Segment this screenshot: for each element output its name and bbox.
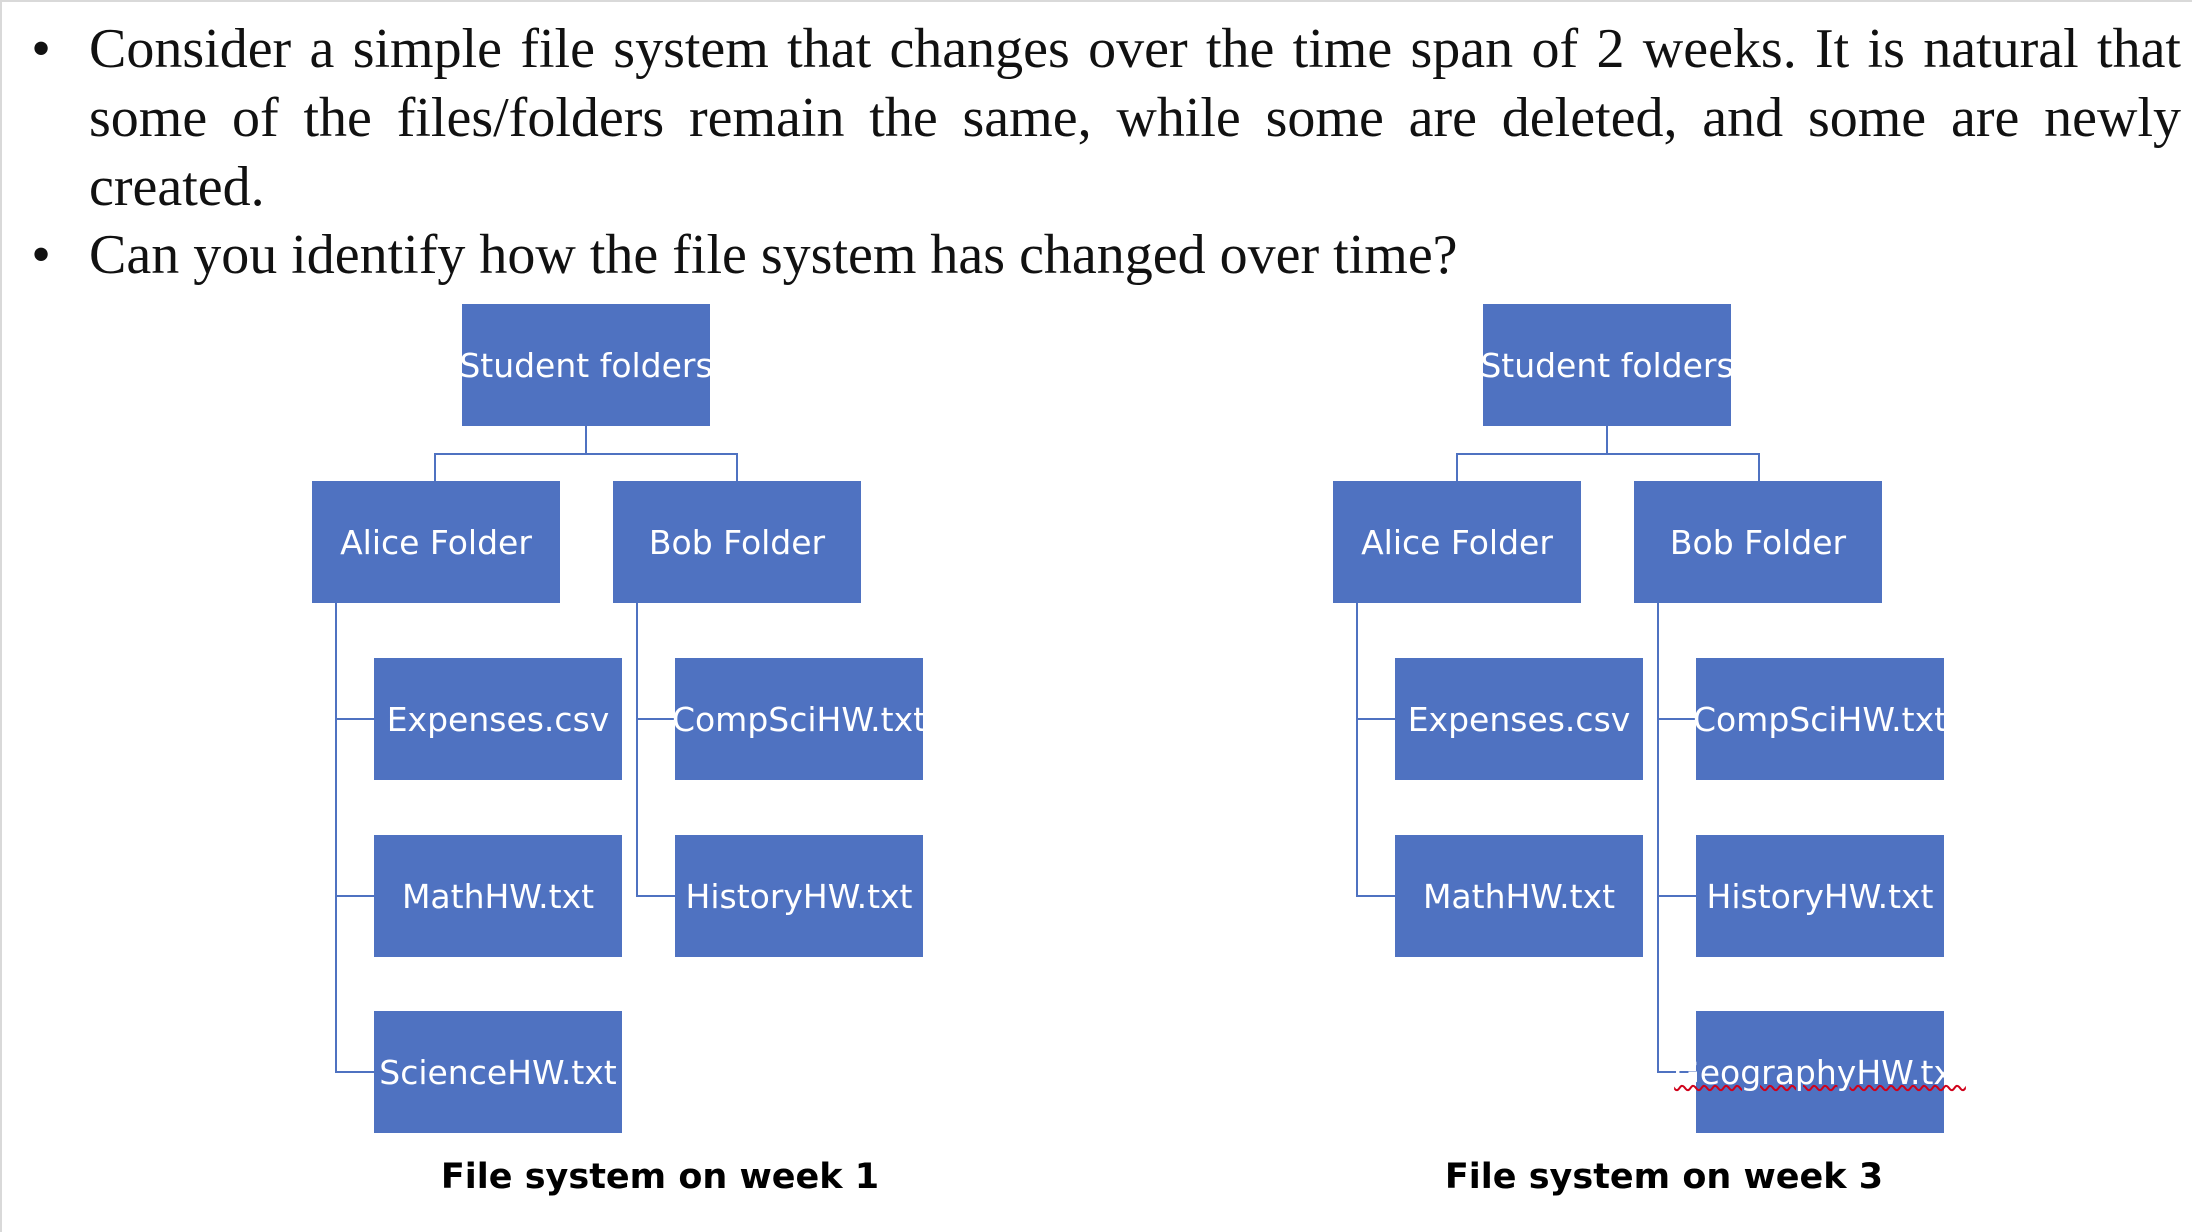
connector [636,603,638,896]
connector [335,718,374,720]
connector [1657,718,1697,720]
week3-root-node: Student folders [1480,304,1734,426]
connector [1657,895,1697,897]
node-label: Alice Folder [1361,522,1553,562]
connector [1606,426,1608,454]
node-label: Alice Folder [340,522,532,562]
node-label: Bob Folder [1669,522,1847,562]
bullet-marker: • [31,18,51,80]
node-label: HistoryHW.txt [1706,876,1934,916]
node-label: Expenses.csv [386,699,610,739]
week3-file-expenses: Expenses.csv [1395,658,1643,780]
connector [1456,453,1458,482]
week3-file-mathhw: MathHW.txt [1395,835,1643,957]
connector [585,426,587,454]
node-label: GeographyHW.txt [1674,1052,1966,1092]
connector [335,1071,374,1073]
slide-top-border [0,0,2192,2]
node-label: ScienceHW.txt [379,1052,617,1092]
week1-file-mathhw: MathHW.txt [374,835,622,957]
connector [335,603,337,1072]
node-label: CompSciHW.txt [671,699,927,739]
week1-alice-folder: Alice Folder [312,481,560,603]
week3-file-historyhw: HistoryHW.txt [1696,835,1944,957]
connector [636,895,676,897]
week1-file-expenses: Expenses.csv [374,658,622,780]
bullet-marker: • [31,224,51,286]
connector [1758,453,1760,482]
connector [1657,1071,1697,1073]
week3-file-compscihw: CompSciHW.txt [1692,658,1948,780]
connector [434,453,436,482]
node-label: MathHW.txt [1422,876,1616,916]
bullet-text: Can you identify how the file system has… [89,224,1458,286]
connector [434,453,738,455]
week3-alice-folder: Alice Folder [1333,481,1581,603]
connector [1657,603,1659,1072]
connector [1356,895,1395,897]
connector [335,895,374,897]
slide-left-border [0,0,2,1232]
week1-file-historyhw: HistoryHW.txt [675,835,923,957]
week1-root-node: Student folders [459,304,713,426]
node-label: Bob Folder [648,522,826,562]
connector [1456,453,1760,455]
bullet-text: Consider a simple file system that chang… [89,18,2181,218]
node-label: CompSciHW.txt [1692,699,1948,739]
node-label: HistoryHW.txt [685,876,913,916]
week3-bob-folder: Bob Folder [1634,481,1882,603]
week1-file-compscihw: CompSciHW.txt [671,658,927,780]
connector [736,453,738,482]
node-label: Expenses.csv [1407,699,1631,739]
week1-caption: File system on week 1 [440,1157,880,1197]
connector [1356,603,1358,896]
week3-file-geographyhw: GeographyHW.txt [1674,1011,1966,1133]
node-label: Student folders [1480,345,1734,385]
node-label: MathHW.txt [401,876,595,916]
week1-file-sciencehw: ScienceHW.txt [374,1011,622,1133]
node-label: Student folders [459,345,713,385]
connector [636,718,676,720]
week1-bob-folder: Bob Folder [613,481,861,603]
week3-caption: File system on week 3 [1444,1157,1884,1197]
connector [1356,718,1395,720]
